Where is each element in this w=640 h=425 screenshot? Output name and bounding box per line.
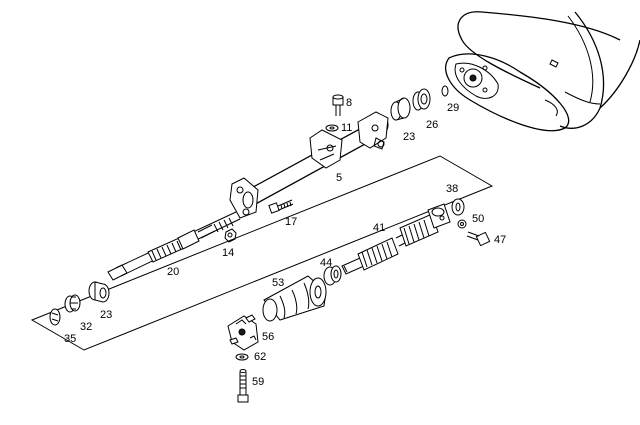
bushing-23-lower: [88, 281, 110, 303]
part-label-29: 29: [447, 102, 459, 114]
steering-shaft-20: [107, 211, 241, 281]
column-tube-5: [229, 111, 389, 219]
subassembly-frame: [30, 155, 494, 351]
clip-35: [49, 308, 61, 326]
washer-50: [457, 219, 467, 229]
intermediate-shaft-41: [341, 203, 451, 275]
bolt-8: [332, 94, 344, 116]
part-label-20: 20: [167, 266, 179, 278]
steering-wheel: [445, 11, 640, 132]
washer-38: [451, 198, 465, 216]
bolt-17: [268, 199, 294, 214]
part-label-35: 35: [64, 333, 76, 345]
part-label-14: 14: [222, 247, 234, 259]
bolt-59: [237, 369, 249, 403]
ring-32: [64, 294, 81, 313]
washer-62: [235, 353, 249, 361]
part-label-47: 47: [494, 234, 506, 246]
part-label-11: 11: [341, 122, 352, 134]
snap-ring-29: [441, 85, 449, 97]
part-label-41: 41: [373, 222, 385, 234]
rubber-boot-53: [262, 275, 327, 322]
flex-coupling-56: [227, 314, 259, 351]
bushing-26: [412, 88, 431, 111]
part-label-53: 53: [272, 277, 284, 289]
bushing-23-upper: [390, 97, 411, 121]
part-label-26: 26: [426, 119, 438, 131]
bolt-47: [466, 231, 491, 247]
part-label-23-upper: 23: [403, 131, 415, 143]
part-label-44: 44: [320, 257, 332, 269]
part-label-23-lower: 23: [100, 309, 112, 321]
part-label-59: 59: [252, 376, 264, 388]
part-label-5: 5: [336, 172, 342, 184]
part-label-8: 8: [346, 97, 352, 109]
seal-44: [323, 265, 342, 286]
part-label-17: 17: [285, 216, 297, 228]
washer-11: [325, 124, 339, 132]
part-label-56: 56: [262, 331, 274, 343]
part-label-32: 32: [80, 321, 92, 333]
part-label-38: 38: [446, 183, 458, 195]
part-label-50: 50: [472, 213, 484, 225]
part-label-62: 62: [254, 351, 266, 363]
